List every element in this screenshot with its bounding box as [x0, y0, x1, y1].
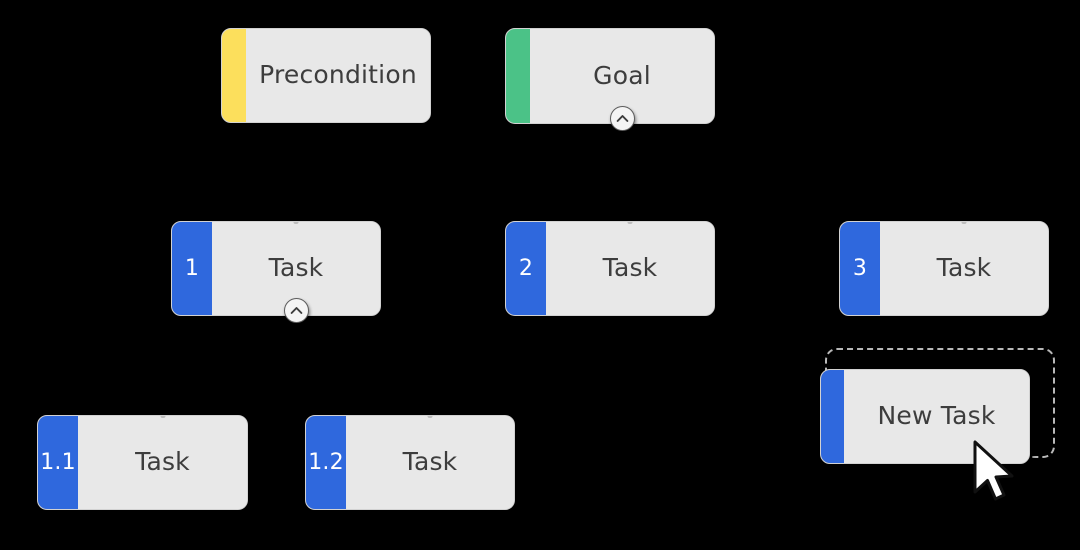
- card-label-task-1: Task: [268, 253, 324, 282]
- card-label-task-3: Task: [936, 253, 992, 282]
- collapse-chevron-up-icon-task-1[interactable]: [283, 298, 309, 323]
- card-top-nub: [293, 222, 299, 224]
- card-body-task-1: Task: [212, 222, 380, 315]
- card-badge-task-1-2: 1.2: [308, 450, 344, 475]
- card-body-task-1-2: Task: [346, 416, 514, 509]
- card-top-nub: [961, 222, 967, 224]
- card-accent-task-3: 3: [840, 222, 880, 315]
- card-badge-task-1-1: 1.1: [40, 450, 76, 475]
- card-body-task-1-1: Task: [78, 416, 247, 509]
- card-badge-task-2: 2: [518, 256, 534, 281]
- card-task-3[interactable]: 3 Task: [839, 221, 1049, 316]
- card-accent-precondition: [222, 29, 246, 122]
- card-accent-goal: [506, 29, 530, 123]
- card-label-new-task: New Task: [877, 401, 996, 430]
- collapse-chevron-up-icon-goal[interactable]: [609, 106, 635, 131]
- card-accent-task-1: 1: [172, 222, 212, 315]
- card-badge-task-1: 1: [184, 256, 200, 281]
- card-badge-task-3: 3: [852, 256, 868, 281]
- card-accent-task-2: 2: [506, 222, 546, 315]
- card-accent-task-1-2: 1.2: [306, 416, 346, 509]
- card-body-task-3: Task: [880, 222, 1048, 315]
- card-task-2[interactable]: 2 Task: [505, 221, 715, 316]
- card-accent-new-task: [821, 370, 844, 463]
- card-body-task-2: Task: [546, 222, 714, 315]
- card-label-task-1-1: Task: [135, 447, 190, 476]
- card-task-1[interactable]: 1 Task: [171, 221, 381, 316]
- card-label-task-2: Task: [602, 253, 658, 282]
- card-accent-task-1-1: 1.1: [38, 416, 78, 509]
- card-task-1-1[interactable]: 1.1 Task: [37, 415, 248, 510]
- card-top-nub: [160, 416, 165, 418]
- card-top-nub: [427, 416, 433, 418]
- card-label-goal: Goal: [593, 60, 651, 90]
- card-goal[interactable]: Goal: [505, 28, 715, 124]
- card-label-precondition: Precondition: [259, 60, 417, 89]
- card-top-nub: [627, 222, 633, 224]
- card-body-new-task: New Task: [844, 370, 1029, 463]
- card-task-1-2[interactable]: 1.2 Task: [305, 415, 515, 510]
- card-body-precondition: Precondition: [246, 29, 430, 122]
- card-new-task[interactable]: New Task: [820, 369, 1030, 464]
- card-precondition[interactable]: Precondition: [221, 28, 431, 123]
- card-label-task-1-2: Task: [402, 447, 458, 476]
